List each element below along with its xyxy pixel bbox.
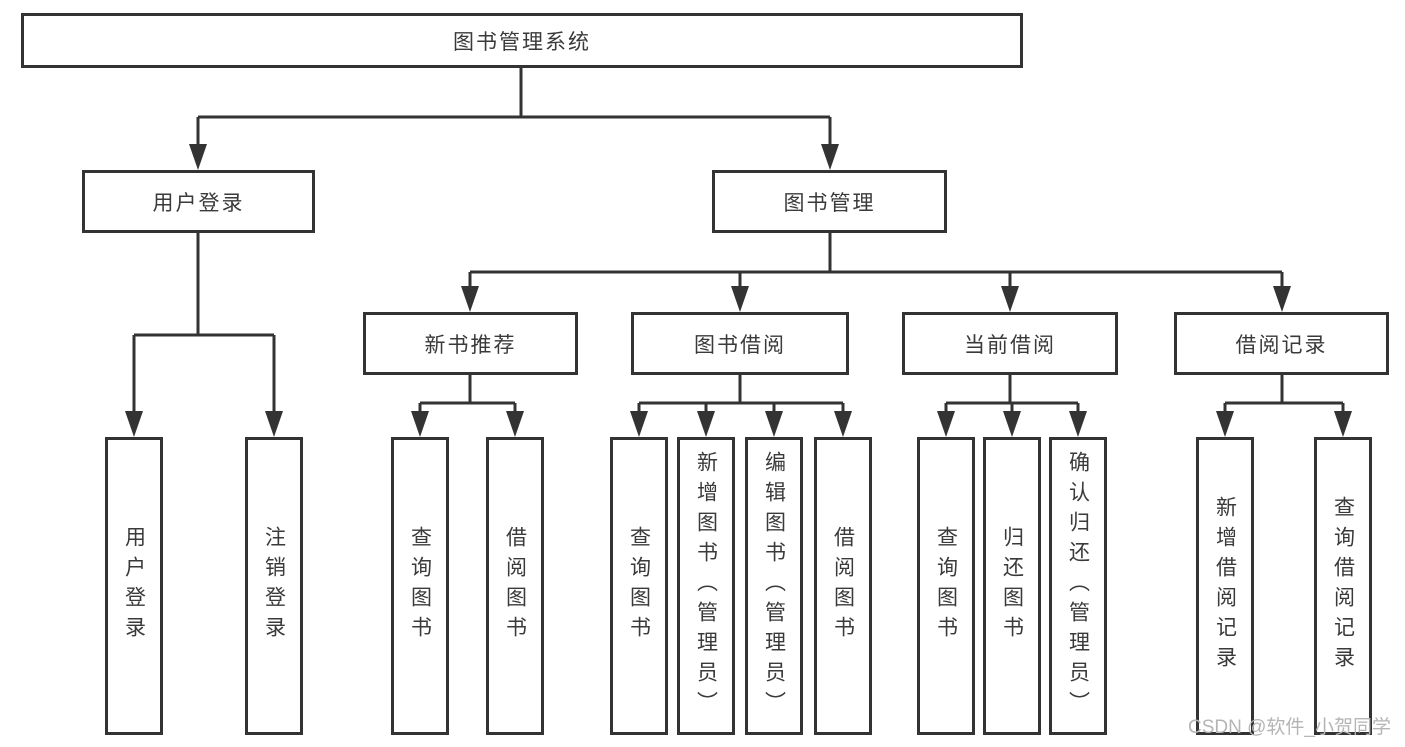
node-book-management: 图书管理: [712, 170, 947, 233]
leaf-query-books-current: 查询图书: [917, 437, 975, 735]
leaf-query-books-recommend: 查询图书: [391, 437, 449, 735]
leaf-add-borrow-record: 新增借阅记录: [1196, 437, 1254, 735]
leaf-borrow-books-recommend: 借阅图书: [486, 437, 544, 735]
leaf-add-book-admin: 新增图书（管理员）: [677, 437, 735, 735]
leaf-confirm-return-admin: 确认归还（管理员）: [1049, 437, 1107, 735]
leaf-user-login: 用户登录: [105, 437, 163, 735]
node-user-login: 用户登录: [82, 170, 315, 233]
node-new-book-recommendation: 新书推荐: [363, 312, 578, 375]
leaf-logout: 注销登录: [245, 437, 303, 735]
leaf-return-books: 归还图书: [983, 437, 1041, 735]
leaf-query-books-borrowing: 查询图书: [610, 437, 668, 735]
node-borrowing-records: 借阅记录: [1174, 312, 1389, 375]
node-book-borrowing: 图书借阅: [631, 312, 849, 375]
csdn-watermark: CSDN @软件_小贺同学: [1188, 717, 1391, 738]
node-library-management-system: 图书管理系统: [21, 13, 1023, 68]
node-current-borrowing: 当前借阅: [902, 312, 1118, 375]
leaf-borrow-books-borrowing: 借阅图书: [814, 437, 872, 735]
leaf-edit-book-admin: 编辑图书（管理员）: [745, 437, 803, 735]
leaf-query-borrow-record: 查询借阅记录: [1314, 437, 1372, 735]
